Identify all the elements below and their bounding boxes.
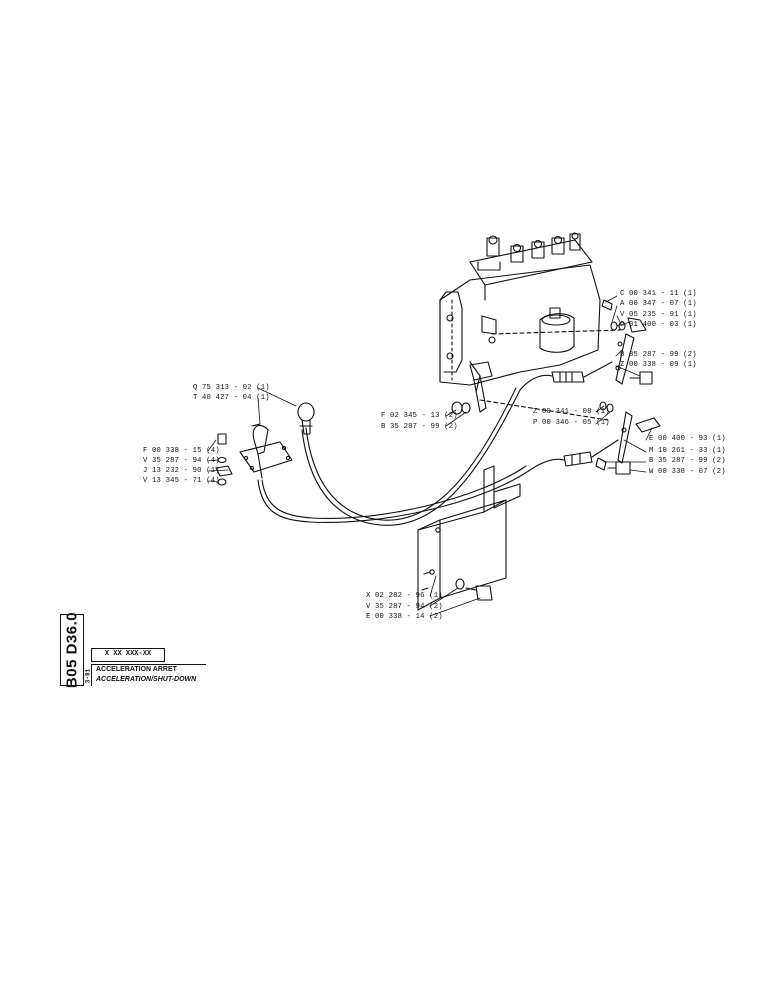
callout-m-10261-33: M 10 261 - 33 (1) xyxy=(649,447,726,455)
callout-f-00338-15: F 00 338 - 15 (4) xyxy=(143,447,220,455)
callout-t-40427-04: T 40 427 - 04 (1) xyxy=(193,394,270,402)
callout-v-35287-94-bottom: V 35 287 - 94 (2) xyxy=(366,603,443,611)
callout-b-35287-99-mid: B 35 287 - 99 (2) xyxy=(649,457,726,465)
callout-b-35287-99-top: B 35 287 - 99 (2) xyxy=(620,351,697,359)
mounting-bracket-drawing xyxy=(417,465,521,611)
throttle-cable-drawing xyxy=(301,361,613,526)
part-number-box: X XX XXX-XX xyxy=(91,648,165,662)
lower-lever-assembly-drawing xyxy=(595,401,661,475)
title-block xyxy=(91,664,206,686)
callout-v-05235-91: V 05 235 - 91 (1) xyxy=(620,311,697,319)
callout-v-13345-71: V 13 345 - 71 (4) xyxy=(143,477,220,485)
callout-p-00346-05: P 00 346 - 05 (1) xyxy=(533,419,610,427)
callout-a-00347-07: A 00 347 - 07 (1) xyxy=(620,300,697,308)
callout-v-35287-94-left: V 35 287 - 94 (4) xyxy=(143,457,220,465)
left-fasteners-icon xyxy=(215,433,233,486)
callout-z-00341-08: Z 00 341 - 08 (1) xyxy=(533,408,610,416)
callout-c-00341-11: C 00 341 - 11 (1) xyxy=(620,290,697,298)
callout-q-75313-02: Q 75 313 - 02 (1) xyxy=(193,384,270,392)
drawing-code: B05 D36.0 xyxy=(63,611,81,689)
callout-x-02282-96: X 02 282 - 96 (1) xyxy=(366,592,443,600)
injection-pump-drawing xyxy=(439,232,621,421)
callout-z-00338-09: Z 00 338 - 09 (1) xyxy=(620,361,697,369)
callout-e-00338-14: E 00 338 - 14 (2) xyxy=(366,613,443,621)
callout-w-00338-07: W 00 338 - 07 (2) xyxy=(649,468,726,476)
callout-f-02345-13: F 02 345 - 13 (2) xyxy=(381,412,458,420)
shutdown-cable-drawing xyxy=(257,439,619,523)
callout-e-00400-93: E 00 400 - 93 (1) xyxy=(649,435,726,443)
callout-j-13232-90: J 13 232 - 90 (1) xyxy=(143,467,220,475)
callout-c-01400-03: C 01 400 - 03 (1) xyxy=(620,321,697,329)
shutdown-t-handle-drawing xyxy=(239,423,293,479)
callout-b-35287-99-pump: B 35 287 - 99 (2) xyxy=(381,423,458,431)
throttle-knob-drawing xyxy=(297,402,315,435)
bracket-bolt-icon xyxy=(455,578,493,601)
title-french: ACCELERATION ARRET xyxy=(96,666,177,673)
title-english: ACCELERATION/SHUT-DOWN xyxy=(96,676,197,683)
drawing-code-box: B05 D36.0 xyxy=(60,611,84,689)
leader-lines xyxy=(207,295,653,617)
pump-fixing-bolt-icon xyxy=(451,401,471,415)
